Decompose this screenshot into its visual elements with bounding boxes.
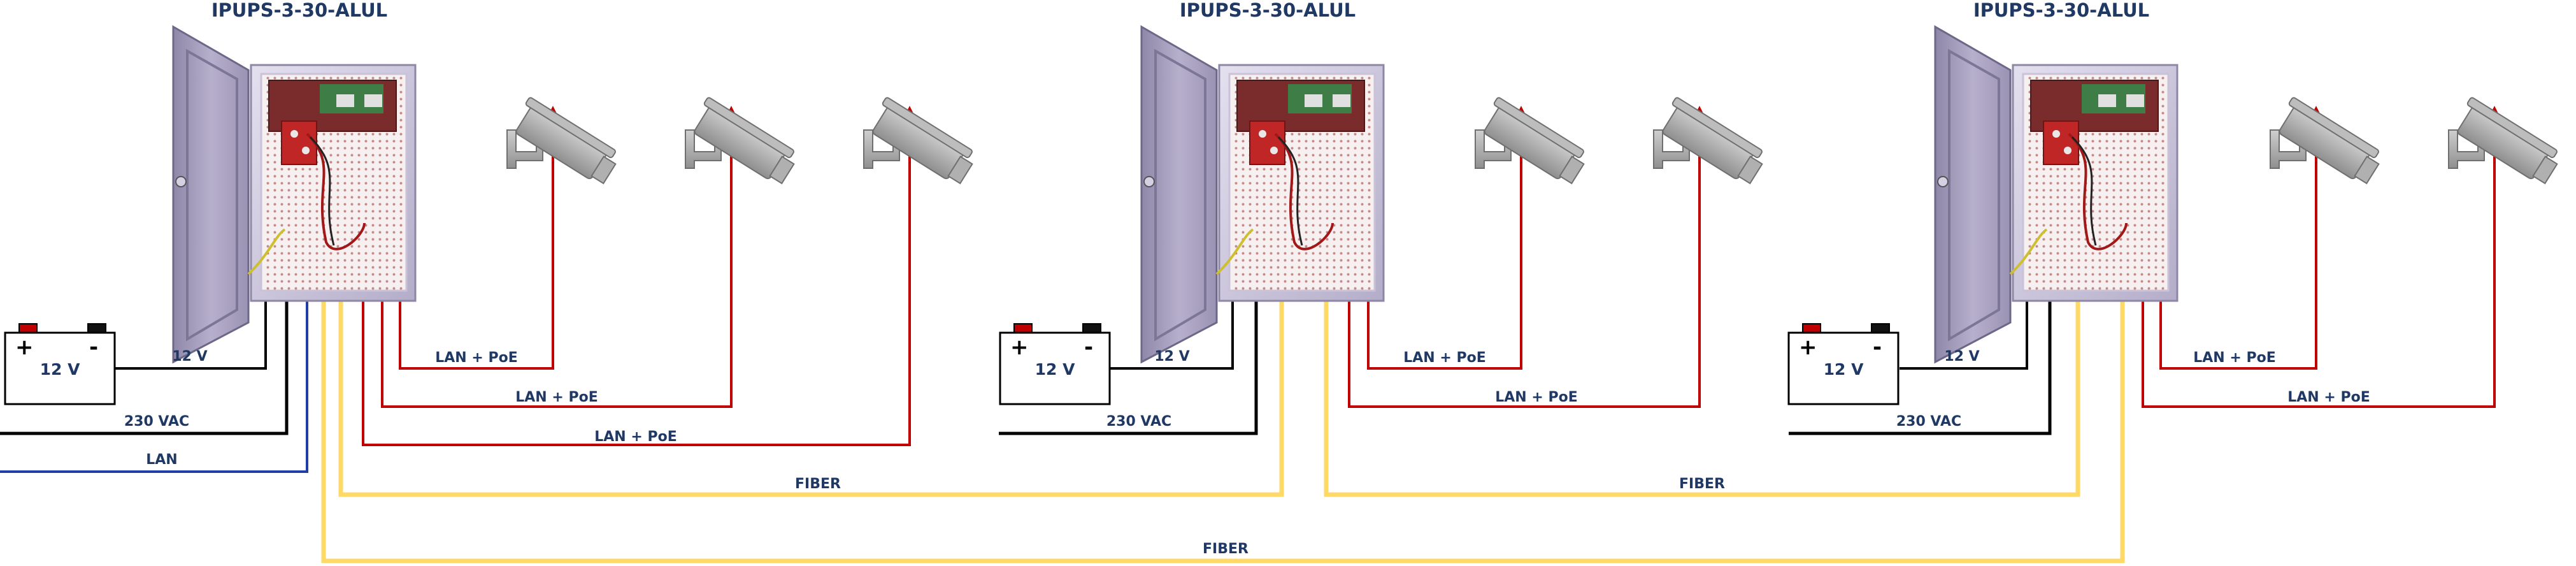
wire-12v-2 xyxy=(1110,301,1234,370)
wire-poe-2b xyxy=(1348,106,1706,408)
wire-fiber-12 xyxy=(338,301,1284,497)
wire-lan-1 xyxy=(0,301,308,473)
wire-poe-3a xyxy=(2159,106,2322,370)
battery-minus: - xyxy=(1873,335,1882,360)
battery-voltage: 12 V xyxy=(1824,360,1864,379)
unit-title-2: IPUPS-3-30-ALUL xyxy=(1180,0,1356,21)
wire-poe-2a xyxy=(1367,106,1528,370)
battery-voltage: 12 V xyxy=(40,360,80,379)
wire-230vac-3 xyxy=(1789,301,2052,435)
enclosure-icon xyxy=(1140,25,1385,363)
unit-title-1: IPUPS-3-30-ALUL xyxy=(211,0,387,21)
label-poe: LAN + PoE xyxy=(594,429,676,445)
wire-fiber-13 xyxy=(321,301,2125,563)
label-poe: LAN + PoE xyxy=(1495,389,1577,405)
wire-230vac-2 xyxy=(999,301,1258,435)
label-230vac: 230 VAC xyxy=(1896,414,1961,430)
label-fiber: FIBER xyxy=(1203,541,1249,557)
wire-poe-1b xyxy=(381,106,738,408)
label-poe: LAN + PoE xyxy=(2287,389,2370,405)
label-poe: LAN + PoE xyxy=(435,350,517,366)
wire-12v-1 xyxy=(113,301,267,370)
battery-minus: - xyxy=(1084,335,1093,360)
label-12v: 12 V xyxy=(1154,349,1189,365)
label-lan: LAN xyxy=(146,452,177,468)
wire-poe-1a xyxy=(399,106,559,370)
camera-icon xyxy=(2448,96,2564,187)
label-fiber: FIBER xyxy=(795,476,841,492)
label-poe: LAN + PoE xyxy=(1403,350,1485,366)
unit-1: IPUPS-3-30-ALUL + - 12 V xyxy=(4,0,979,405)
unit-2: IPUPS-3-30-ALUL + - 12 V xyxy=(999,0,1769,405)
battery-plus: + xyxy=(1010,335,1029,360)
camera-icon xyxy=(1475,96,1591,187)
enclosure-icon xyxy=(172,25,417,363)
unit-title-3: IPUPS-3-30-ALUL xyxy=(1973,0,2149,21)
camera-icon xyxy=(863,96,979,187)
battery-plus: + xyxy=(1799,335,1817,360)
camera-icon xyxy=(506,96,622,187)
battery-minus: - xyxy=(89,335,98,360)
unit-3: IPUPS-3-30-ALUL + - 12 V xyxy=(1787,0,2564,405)
camera-icon xyxy=(2270,96,2386,187)
label-poe: LAN + PoE xyxy=(515,389,597,405)
camera-icon xyxy=(1653,96,1769,187)
camera-icon xyxy=(685,96,801,187)
wire-230vac-1 xyxy=(0,301,289,435)
label-12v: 12 V xyxy=(1944,349,1979,365)
enclosure-icon xyxy=(1934,25,2179,363)
battery-voltage: 12 V xyxy=(1035,360,1075,379)
wire-labels: 12 V 230 VAC LAN LAN + PoE LAN + PoE LAN… xyxy=(124,349,2370,557)
label-230vac: 230 VAC xyxy=(1106,414,1171,430)
label-fiber: FIBER xyxy=(1679,476,1725,492)
wiring xyxy=(0,106,2501,563)
wire-12v-3 xyxy=(1900,301,2028,370)
wire-poe-1c xyxy=(362,106,916,446)
battery-plus: + xyxy=(15,335,34,360)
label-poe: LAN + PoE xyxy=(2193,350,2275,366)
wire-fiber-23 xyxy=(1324,301,2080,497)
label-12v: 12 V xyxy=(172,349,207,365)
wire-poe-3b xyxy=(2142,106,2501,408)
label-230vac: 230 VAC xyxy=(124,414,189,430)
